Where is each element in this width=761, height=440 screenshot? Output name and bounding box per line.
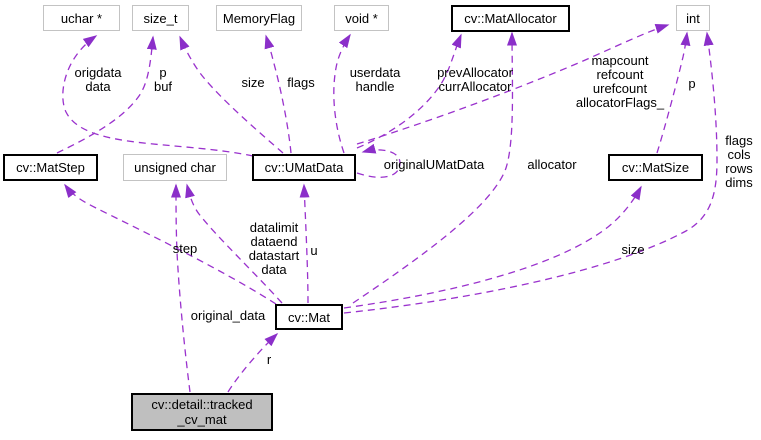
node-matstep[interactable]: cv::MatStep [3,154,98,181]
edge-mat-unsignedchar [185,183,283,304]
edge-label-size-umatdata: size [241,75,265,90]
node-umatdata[interactable]: cv::UMatData [252,154,356,181]
edge-umatdata-memoryflag [264,34,292,154]
edge-mat-umatdata [299,183,310,304]
edge-mat-matallocator [352,31,518,304]
edge-label-original-umatdata: originalUMatData [383,157,485,172]
node-tracked-cv-mat: cv::detail::tracked _cv_mat [131,393,273,431]
node-uchar-ptr: uchar * [43,5,120,31]
edge-label-u: u [310,243,318,258]
edge-mat-int [343,31,718,314]
edge-label-size-mat: size [621,242,645,257]
node-void-ptr: void * [334,5,389,31]
node-unsigned-char: unsigned char [123,154,227,181]
edge-tracked-mat [227,332,279,393]
edge-mat-matsize [343,185,642,309]
edge-umatdata-voidptr [333,33,351,154]
edge-label-userdata-handle: userdata handle [349,65,401,94]
node-matallocator[interactable]: cv::MatAllocator [451,5,570,32]
edge-label-step: step [172,241,198,256]
edge-label-mapcount-refcount: mapcount refcount urefcount allocatorFla… [575,53,665,110]
edge-umatdata-selfloop [356,143,401,178]
edge-label-p-buf: p buf [153,65,173,94]
node-memoryflag: MemoryFlag [216,5,302,31]
edge-label-prev-curr-allocator: prevAllocator currAllocator [437,65,513,94]
edge-label-allocator: allocator [527,157,577,172]
edge-label-original-data: original_data [190,308,266,323]
edge-tracked-unsignedchar [171,183,191,393]
edge-label-datalimit-block: datalimit dataend datastart data [248,220,300,277]
node-size-t: size_t [132,5,189,31]
edge-matstep-sizet [56,35,157,154]
node-matsize[interactable]: cv::MatSize [608,154,703,181]
node-mat[interactable]: cv::Mat [275,304,343,330]
edge-label-flags-umatdata: flags [287,75,315,90]
edge-umatdata-sizet [179,35,284,154]
edge-label-r: r [266,352,272,367]
edge-matsize-int [656,31,691,154]
edge-umatdata-int [356,24,670,145]
edge-label-p-matsize: p [688,76,696,91]
edge-label-origdata-data: origdata data [74,65,122,94]
node-int: int [676,5,710,31]
edge-umatdata-uchar [62,35,254,157]
edge-mat-matstep [64,183,277,305]
edge-label-flags-cols-rows-dims: flags cols rows dims [725,133,753,190]
